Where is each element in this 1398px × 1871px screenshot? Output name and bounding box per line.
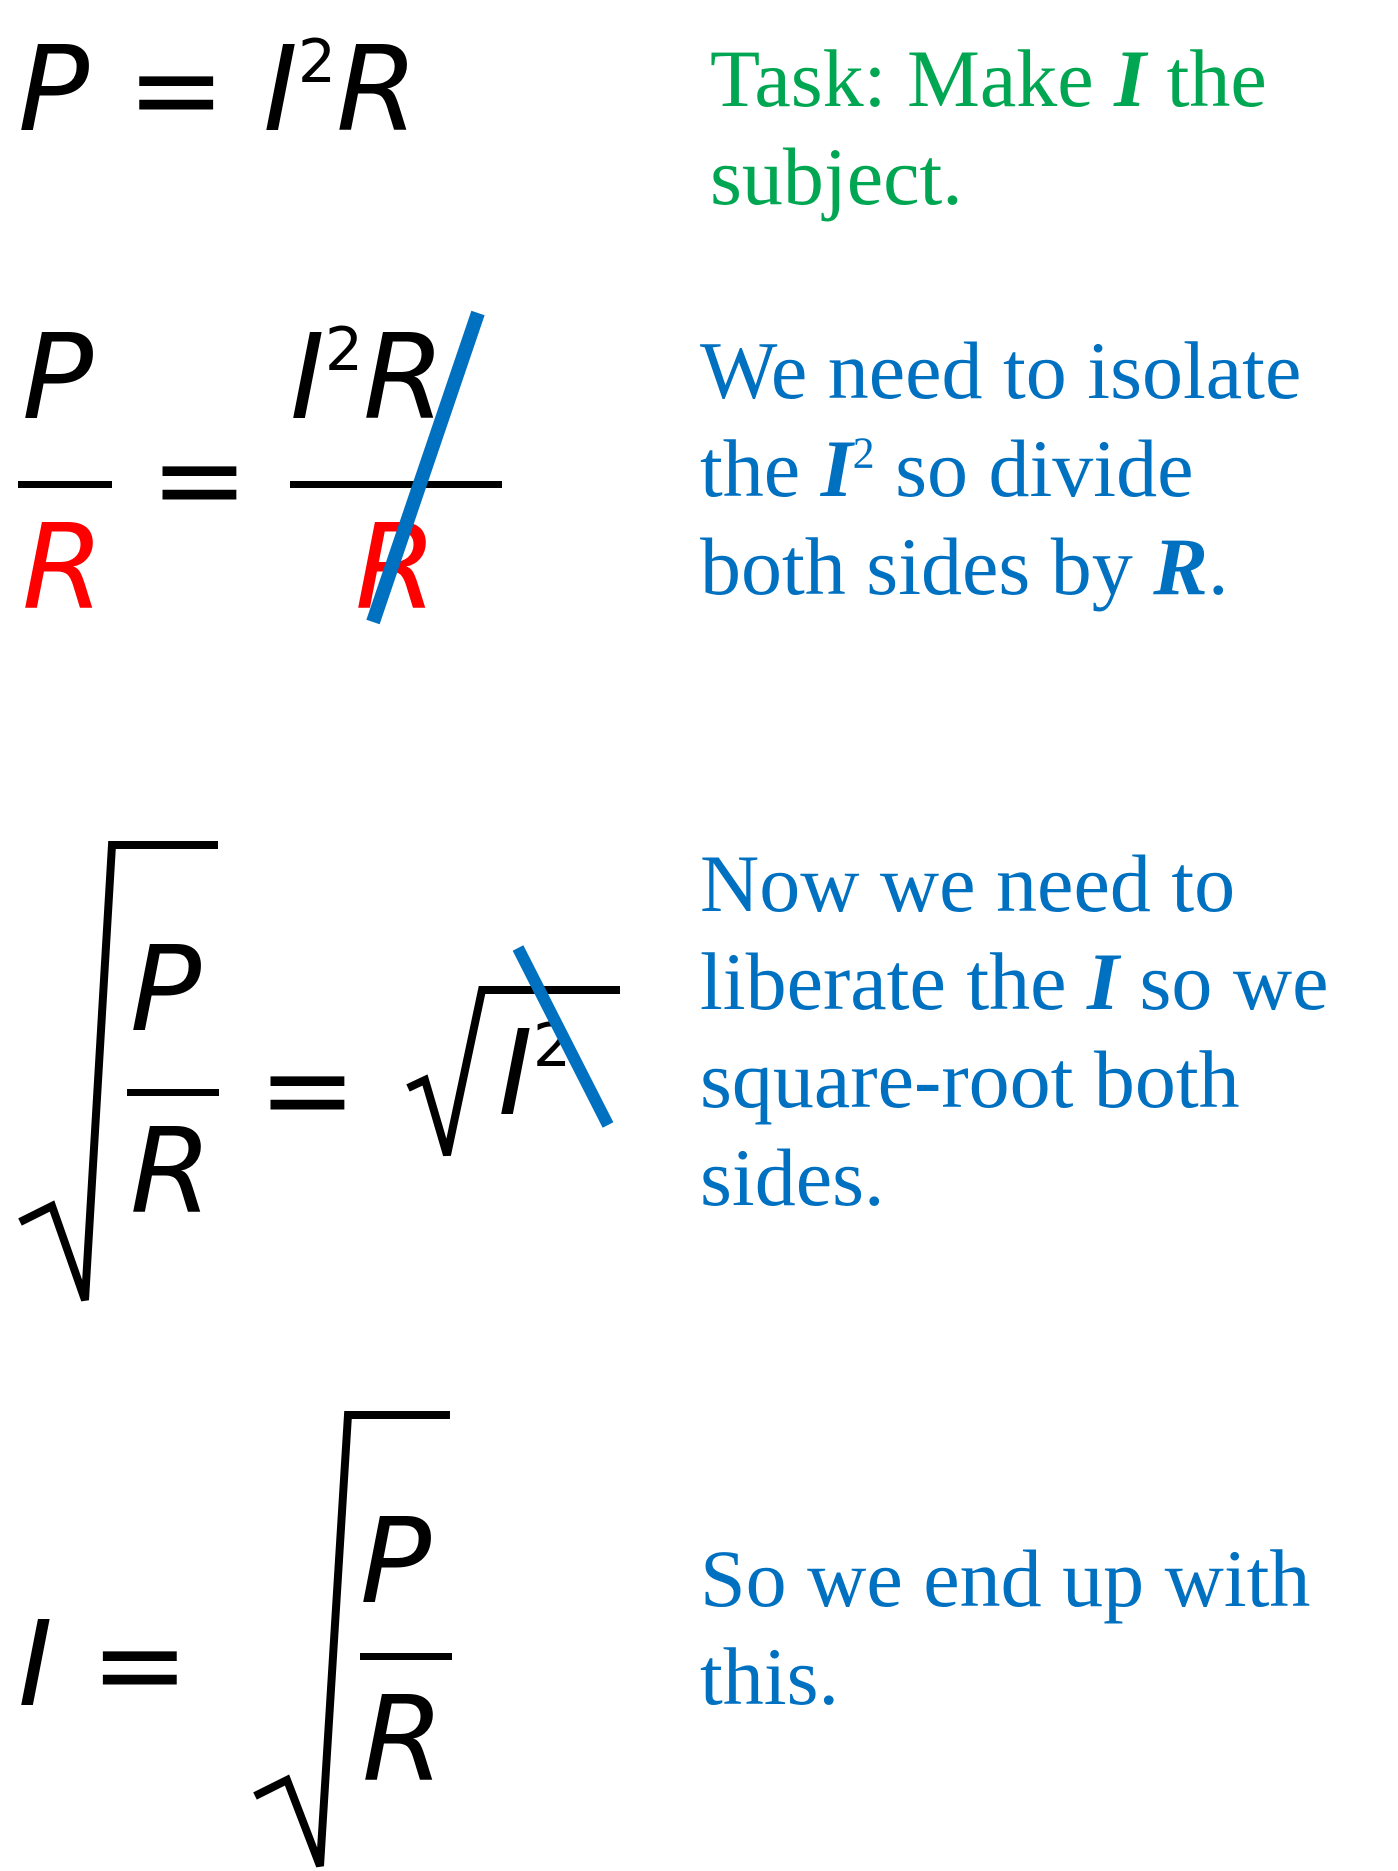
root-line-4: sides. [700, 1132, 885, 1223]
root-fraction-bar [127, 1089, 219, 1096]
exponent-two: 2 [324, 315, 363, 385]
fraction-right-bar [290, 481, 502, 488]
fraction-left-numerator: P [22, 308, 94, 446]
root-radicand: I2 [498, 1014, 571, 1132]
divide-note: We need to isolate the I2 so divide both… [700, 322, 1301, 616]
divide-var-r: R [1153, 521, 1208, 612]
equals-sign: = [126, 20, 226, 158]
result-line-1: So we end up with [700, 1533, 1311, 1624]
equation-original: P = I2R [18, 30, 418, 148]
root-line-3: square-root both [700, 1034, 1240, 1125]
result-lhs: I = [18, 1605, 189, 1723]
var-r: R [336, 20, 419, 158]
divide-line-2: the I2 so divide [700, 423, 1194, 514]
equals-sign-step2: = [150, 410, 249, 548]
root-var-i: I [1087, 936, 1119, 1027]
root-note: Now we need to liberate the I so we squa… [700, 835, 1328, 1227]
task-line-1: Task: Make I the [710, 33, 1267, 124]
equals-sign-step4: = [90, 1595, 190, 1733]
task-line-2: subject. [710, 131, 963, 222]
root-line-1: Now we need to [700, 838, 1236, 929]
fraction-left-denominator: R [22, 498, 104, 636]
result-fraction-numerator: P [360, 1492, 432, 1630]
task-var-i: I [1114, 33, 1147, 124]
fraction-right-numerator: I2R [290, 318, 445, 436]
result-note: So we end up with this. [700, 1530, 1310, 1726]
var-p: P [18, 20, 90, 158]
result-line-2: this. [700, 1631, 839, 1722]
root-fraction-numerator: P [130, 920, 202, 1058]
var-r-cancelled: R [363, 308, 445, 446]
var-i: I [290, 308, 325, 446]
var-i: I [263, 20, 298, 158]
exponent-two: 2 [297, 27, 337, 97]
task-note: Task: Make I the subject. [710, 30, 1267, 226]
equals-sign-step3: = [258, 1020, 357, 1158]
root-fraction-denominator: R [130, 1102, 212, 1240]
var-i: I [18, 1595, 53, 1733]
divide-var-i: I [820, 423, 853, 514]
result-fraction-bar [360, 1653, 452, 1660]
divide-line-1: We need to isolate [700, 325, 1302, 416]
var-i: I [498, 1004, 533, 1142]
fraction-left-bar [18, 481, 112, 488]
divide-line-3: both sides by R. [700, 521, 1229, 612]
root-line-2: liberate the I so we [700, 936, 1329, 1027]
divide-exponent: 2 [852, 428, 875, 478]
result-fraction-denominator: R [362, 1670, 444, 1808]
